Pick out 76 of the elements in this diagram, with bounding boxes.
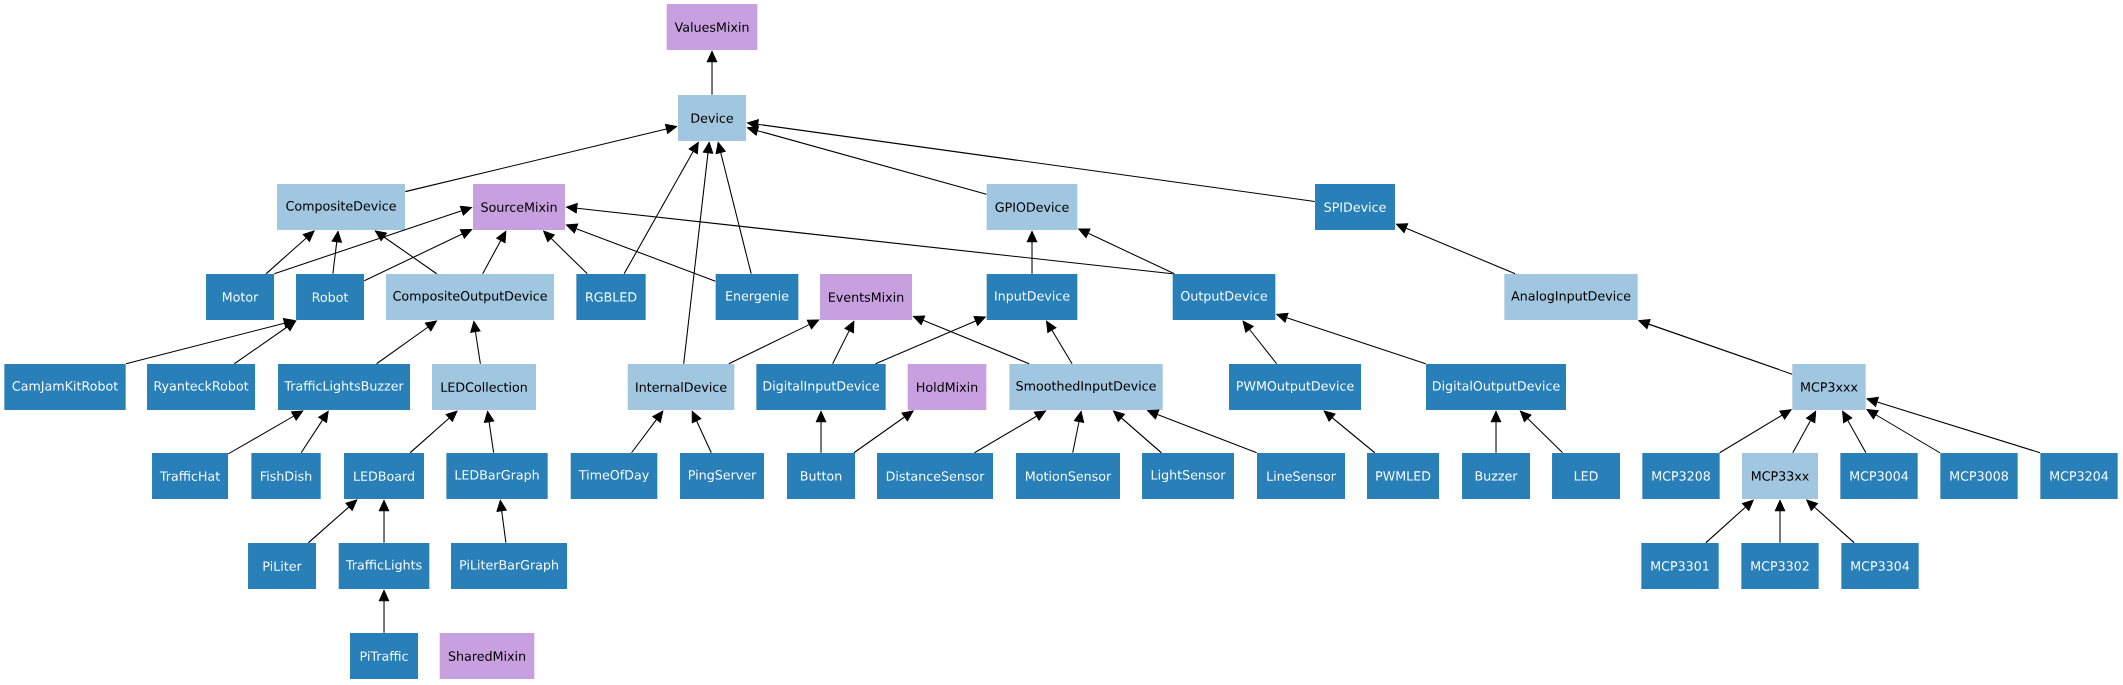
mixin-box: SourceMixin	[473, 184, 565, 230]
class-box: OutputDevice	[1172, 274, 1276, 320]
class-box: PiLiterBarGraph	[451, 543, 567, 589]
class-box: LightSensor	[1142, 453, 1234, 499]
arrow	[409, 410, 458, 454]
arrow	[1842, 410, 1867, 454]
arrow	[565, 223, 716, 282]
arrow	[1395, 223, 1516, 275]
arrow	[374, 230, 438, 275]
arrow	[273, 205, 473, 275]
class-box: PWMLED	[1367, 453, 1439, 499]
arrow	[912, 315, 1030, 365]
class-box: RGBLED	[576, 274, 646, 320]
arrow	[227, 410, 304, 455]
class-box: CompositeOutputDevice	[386, 274, 554, 320]
mixin-box: ValuesMixin	[666, 4, 758, 50]
class-box: Energenie	[715, 274, 799, 320]
mixin-box: EventsMixin	[820, 274, 912, 320]
class-box: GPIODevice	[986, 184, 1078, 230]
class-box: PiTraffic	[350, 633, 418, 679]
class-box: MCP3302	[1741, 543, 1819, 589]
class-box: InputDevice	[986, 274, 1078, 320]
class-box: DigitalInputDevice	[756, 364, 886, 410]
class-box: LineSensor	[1257, 453, 1345, 499]
class-box: MotionSensor	[1016, 453, 1120, 499]
class-box: PingServer	[680, 453, 764, 499]
arrow	[1323, 410, 1376, 454]
class-box: LEDCollection	[432, 364, 536, 410]
class-box: DigitalOutputDevice	[1426, 364, 1566, 410]
class-box: LED	[1552, 453, 1620, 499]
class-box: MCP3208	[1642, 453, 1720, 499]
arrow	[631, 410, 664, 454]
class-box: Device	[678, 95, 746, 141]
class-box: MCP33xx	[1742, 453, 1818, 499]
class-box: DistanceSensor	[877, 453, 993, 499]
arrow	[307, 499, 358, 544]
class-box: TrafficHat	[152, 453, 228, 499]
mixin-box: HoldMixin	[907, 364, 987, 410]
arrow	[363, 229, 473, 282]
arrow	[623, 141, 699, 275]
class-box: InternalDevice	[627, 364, 735, 410]
mixin-box: SharedMixin	[439, 633, 535, 679]
arrow	[265, 230, 315, 275]
class-box: RyanteckRobot	[147, 364, 255, 410]
class-box: Buzzer	[1462, 453, 1530, 499]
arrow	[1519, 410, 1563, 454]
class-box: LEDBoard	[344, 453, 424, 499]
arrow	[233, 320, 297, 365]
class-box: FishDish	[251, 453, 321, 499]
class-box: MCP3008	[1940, 453, 2018, 499]
class-box: PiLiter	[248, 543, 316, 589]
class-box: MCP3204	[2040, 453, 2118, 499]
class-box: MCP3xxx	[1792, 364, 1866, 410]
arrow	[300, 410, 329, 454]
class-box: MCP3301	[1641, 543, 1719, 589]
class-box: TimeOfDay	[570, 453, 658, 499]
class-box: Motor	[206, 274, 274, 320]
class-box: Robot	[296, 274, 364, 320]
class-box: MCP3304	[1841, 543, 1919, 589]
arrow	[1792, 410, 1817, 454]
arrow	[691, 410, 712, 454]
class-box: TrafficLights	[338, 543, 430, 589]
class-box: SPIDevice	[1315, 184, 1395, 230]
class-box: MCP3004	[1840, 453, 1918, 499]
arrow	[482, 230, 507, 275]
class-box: CompositeDevice	[277, 184, 405, 230]
arrow	[1242, 320, 1278, 365]
class-box: LEDBarGraph	[446, 453, 548, 499]
class-box: Button	[787, 453, 855, 499]
class-box: PWMOutputDevice	[1229, 364, 1361, 410]
class-box: AnalogInputDevice	[1504, 274, 1638, 320]
class-box: CamJamKitRobot	[4, 364, 126, 410]
arrow	[832, 320, 855, 365]
arrow	[728, 319, 820, 365]
class-box: SmoothedInputDevice	[1009, 364, 1163, 410]
class-box: TrafficLightsBuzzer	[278, 364, 410, 410]
